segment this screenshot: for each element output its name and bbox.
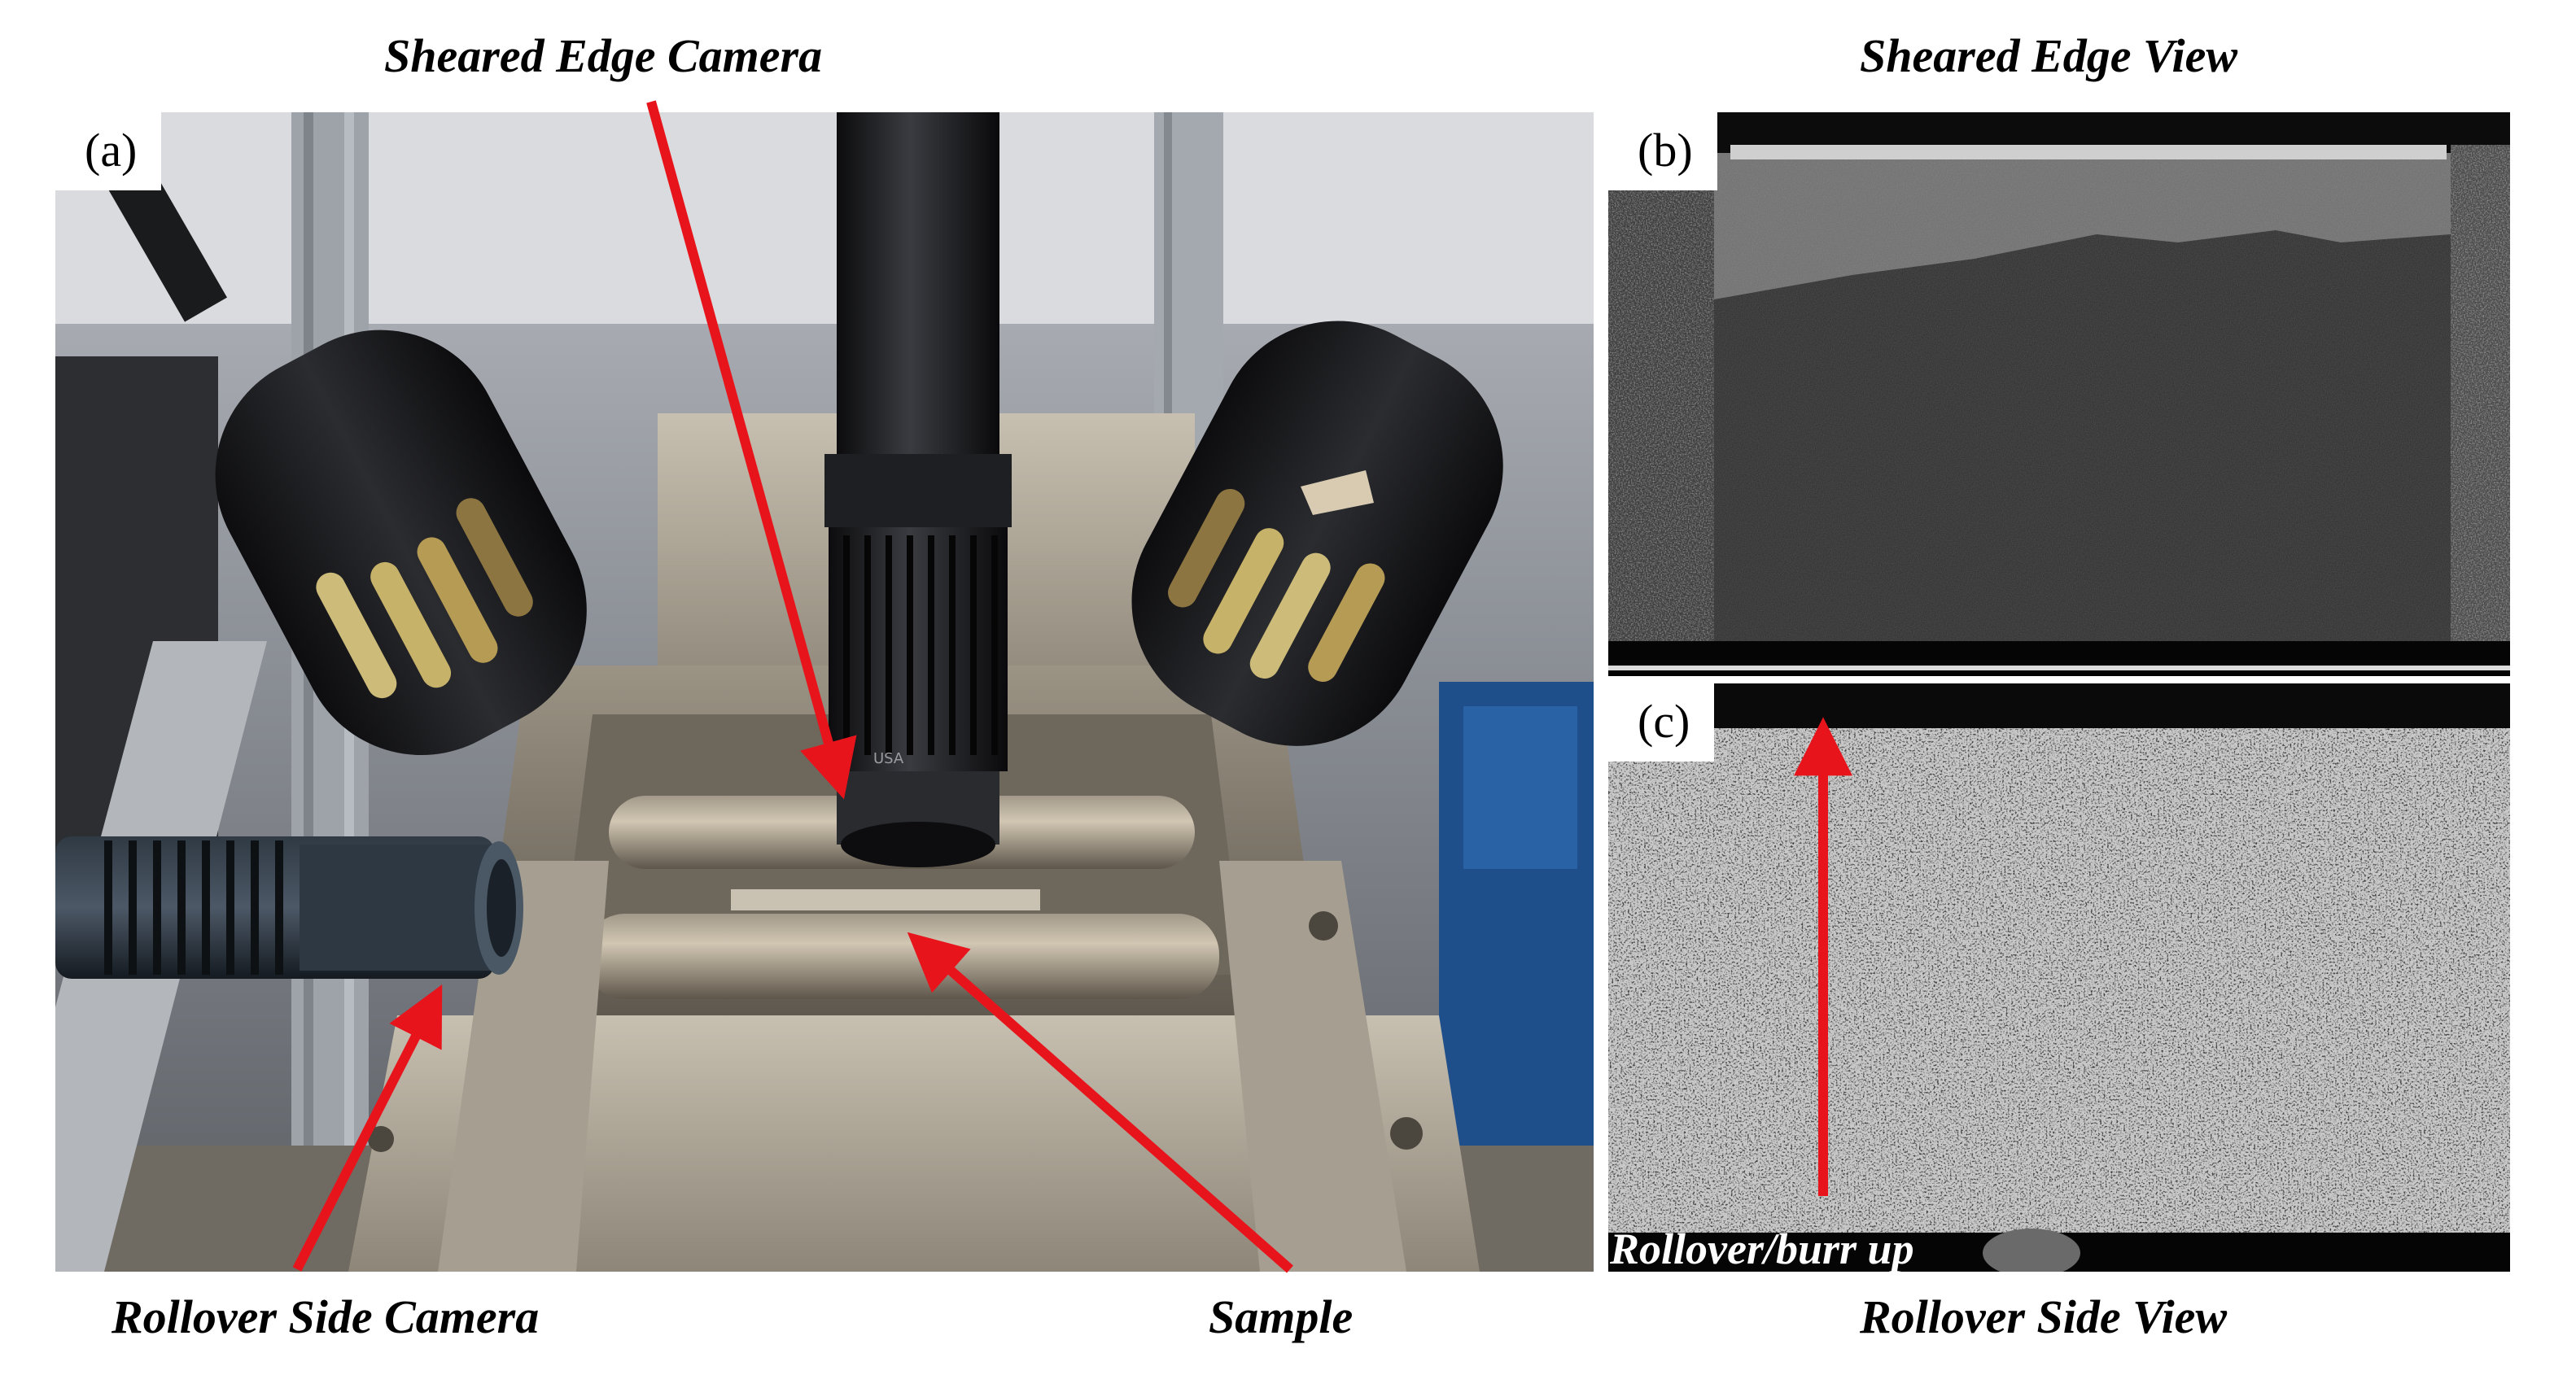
- rollover-burr-annotation: Rollover/burr up: [1610, 1224, 1914, 1272]
- caption-sheared-edge-view: Sheared Edge View: [1860, 29, 2238, 82]
- panel-c-rollover-side-view: (c) Rollover/burr up: [1608, 683, 2510, 1272]
- caption-sheared-edge-camera: Sheared Edge Camera: [384, 29, 823, 82]
- panel-a-rig-photo: USA: [55, 112, 1594, 1272]
- caption-rollover-side-view: Rollover Side View: [1860, 1290, 2228, 1343]
- panel-c-label: (c): [1608, 683, 1715, 762]
- panel-b-sheared-edge-view: (b): [1608, 112, 2510, 676]
- rollover-side-image: [1608, 683, 2510, 1272]
- sheared-edge-image: [1608, 112, 2510, 676]
- caption-sample: Sample: [1209, 1290, 1354, 1343]
- svg-text:USA: USA: [873, 750, 904, 767]
- caption-rollover-side-camera: Rollover Side Camera: [112, 1290, 540, 1343]
- rig-photo-illustration: USA: [55, 112, 1594, 1272]
- panel-a-label: (a): [55, 112, 162, 190]
- panel-b-label: (b): [1608, 112, 1717, 190]
